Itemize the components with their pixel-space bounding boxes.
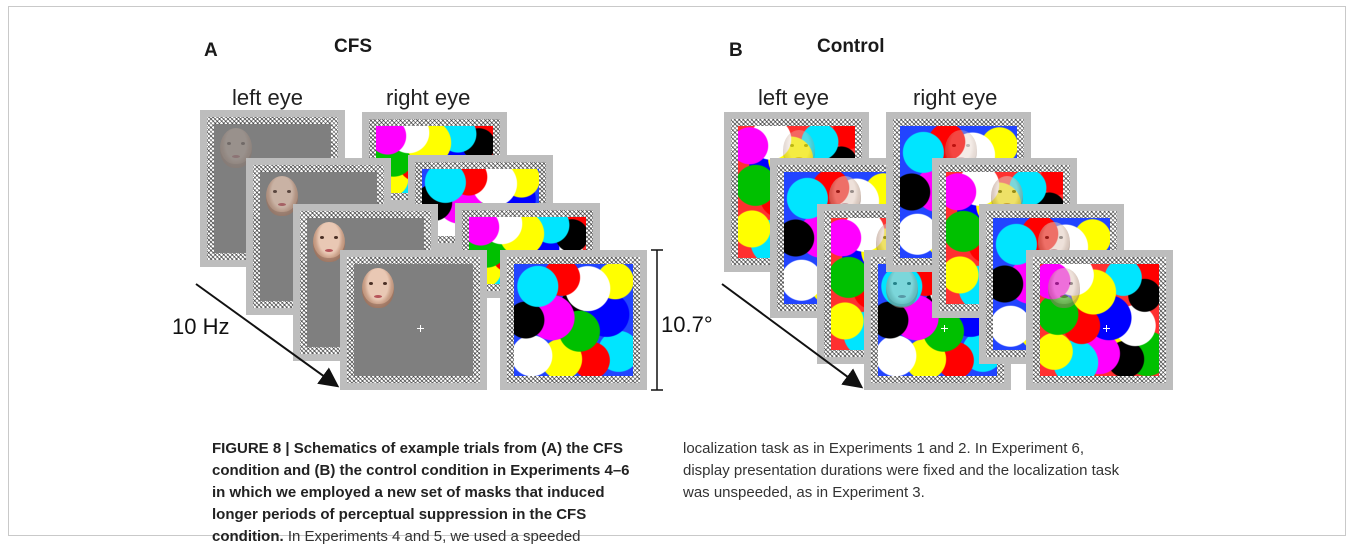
time-arrow [721, 283, 864, 389]
panel-a-left-frame-4 [340, 250, 487, 390]
fixation-cross [941, 325, 948, 332]
panel-b-title: Control [817, 36, 885, 57]
face-image [313, 222, 345, 262]
face-image [1048, 268, 1080, 308]
time-arrow [195, 283, 340, 388]
fixation-cross [1103, 325, 1110, 332]
face-image [266, 176, 298, 216]
panel-b-right-eye-label: right eye [913, 85, 998, 110]
face-image [886, 268, 918, 308]
caption-body-right: localization task as in Experiments 1 an… [683, 440, 1120, 501]
figure-caption-left: FIGURE 8 | Schematics of example trials … [212, 438, 636, 548]
panel-b-left-eye-label: left eye [758, 85, 829, 110]
size-label: 10.7° [661, 312, 713, 337]
panel-a-title: CFS [334, 36, 372, 57]
panel-b-right-frame-4 [1026, 250, 1173, 390]
panel-a-left-eye-label: left eye [232, 85, 303, 110]
figure-caption-right: localization task as in Experiments 1 an… [683, 438, 1123, 504]
face-image [362, 268, 394, 308]
panel-a-letter: A [204, 40, 218, 61]
caption-bold: FIGURE 8 | Schematics of example trials … [212, 440, 630, 545]
panel-a-right-mask-4 [500, 250, 647, 390]
panel-b-letter: B [729, 40, 743, 61]
panel-a-right-eye-label: right eye [386, 85, 471, 110]
caption-body-left: In Experiments 4 and 5, we used a speede… [283, 528, 581, 545]
rate-label: 10 Hz [172, 314, 230, 339]
fixation-cross [417, 325, 424, 332]
